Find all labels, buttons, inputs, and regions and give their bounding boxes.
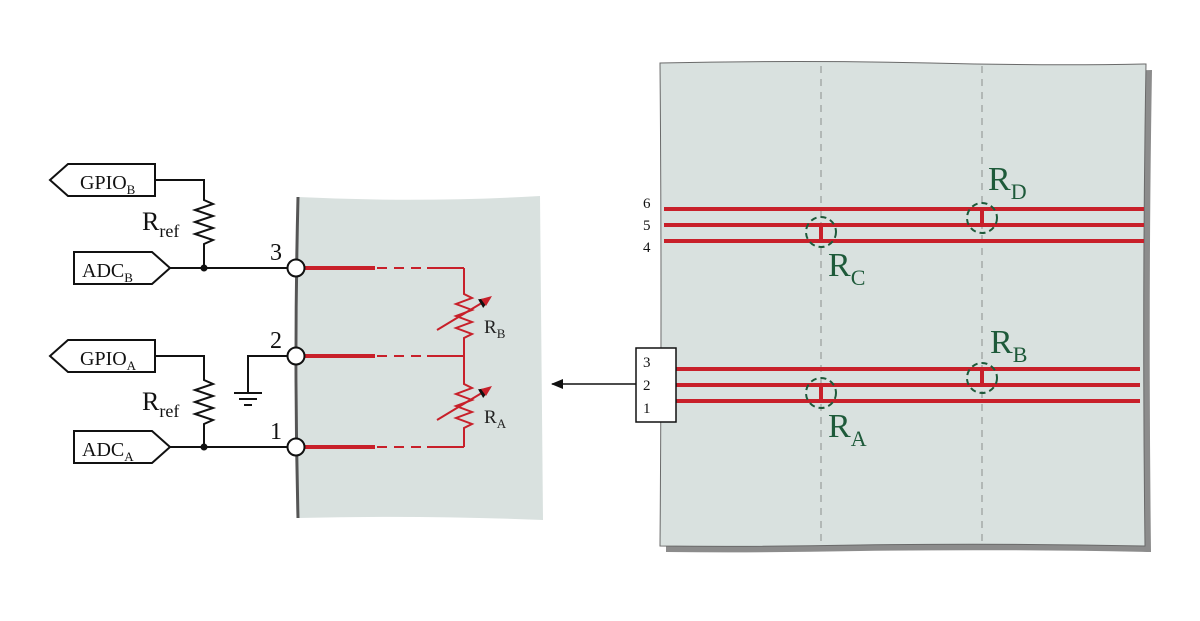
marker-circle-a [805, 377, 837, 409]
ref-resistor-a [191, 374, 217, 426]
port-adc-a: ADCA [73, 430, 172, 464]
variable-resistor-label-a: RA [484, 407, 507, 431]
terminal-1-label: 1 [270, 419, 282, 445]
port-gpio-a-main: GPIO [80, 348, 127, 370]
marker-d-sub: D [1011, 179, 1027, 204]
trace-number-1: 1 [643, 401, 651, 417]
right-sheet [659, 61, 1152, 553]
marker-label-a: RA [828, 408, 867, 451]
marker-c-main: R [828, 247, 851, 284]
trace-numbers-upper: 6 5 4 [643, 196, 651, 256]
connector-box: 3 2 1 [635, 347, 677, 423]
trace-number-4: 4 [643, 240, 651, 256]
port-adc-b-main: ADC [82, 260, 124, 282]
junction-dot-b [200, 264, 208, 272]
ref-resistor-label-b: Rref [142, 207, 179, 241]
ref-label-a-main: R [142, 387, 160, 416]
ground-icon [234, 392, 262, 406]
marker-d-main: R [988, 161, 1011, 198]
port-gpio-b-sub: B [127, 182, 136, 197]
ref-label-b-sub: ref [159, 221, 179, 241]
svg-text:ADCA: ADCA [82, 439, 134, 464]
marker-a-main: R [828, 408, 851, 445]
marker-circle-c [805, 216, 837, 248]
var-label-a-main: R [484, 407, 497, 428]
port-adc-b-sub: B [124, 270, 133, 285]
marker-label-c: RC [828, 247, 865, 290]
var-label-b-main: R [484, 317, 497, 338]
port-gpio-a-sub: A [127, 358, 137, 373]
terminal-3-label: 3 [270, 240, 282, 266]
variable-resistor-label-b: RB [484, 317, 506, 341]
variable-resistor-a [436, 378, 491, 432]
variable-resistor-a-arrow [481, 386, 492, 396]
sheet-traces [660, 207, 1144, 403]
svg-text:GPIOB: GPIOB [80, 172, 136, 197]
port-adc-a-sub: A [124, 449, 134, 464]
svg-text:GPIOA: GPIOA [80, 348, 137, 373]
marker-c-sub: C [851, 265, 866, 290]
marker-a-sub: A [851, 426, 867, 451]
ref-label-b-main: R [142, 207, 160, 236]
port-gpio-b: GPIOB [48, 163, 156, 197]
port-gpio-b-main: GPIO [80, 172, 127, 194]
var-label-b-sub: B [497, 326, 506, 341]
terminal-1: 1 [270, 419, 306, 457]
sheet-bridges [819, 209, 984, 401]
terminal-3: 3 [270, 240, 306, 278]
variable-resistor-b [436, 288, 491, 342]
port-gpio-a: GPIOA [48, 339, 156, 373]
var-label-a-sub: A [497, 416, 507, 431]
junction-dot-a [200, 443, 208, 451]
right-sheet-fill [659, 61, 1147, 547]
left-sheet-fill [298, 196, 543, 520]
circuit-wiring [155, 179, 287, 448]
marker-b-main: R [990, 324, 1013, 361]
ref-label-a-sub: ref [159, 401, 179, 421]
trace-number-6: 6 [643, 196, 651, 212]
trace-number-5: 5 [643, 218, 651, 234]
marker-circle-d [966, 202, 998, 234]
port-adc-a-main: ADC [82, 439, 124, 461]
marker-b-sub: B [1013, 342, 1028, 367]
port-adc-b: ADCB [73, 251, 172, 285]
marker-label-b: RB [990, 324, 1027, 367]
trace-number-3: 3 [643, 355, 651, 371]
variable-resistor-b-arrow [481, 296, 492, 306]
ref-resistor-label-a: Rref [142, 387, 179, 421]
svg-text:ADCB: ADCB [82, 260, 133, 285]
ref-resistor-b [191, 194, 217, 246]
terminal-2-label: 2 [270, 328, 282, 354]
trace-number-2: 2 [643, 378, 651, 394]
marker-circle-b [966, 362, 998, 394]
marker-label-d: RD [988, 161, 1027, 204]
marker-circles [805, 202, 998, 409]
terminal-2: 2 [270, 328, 306, 366]
